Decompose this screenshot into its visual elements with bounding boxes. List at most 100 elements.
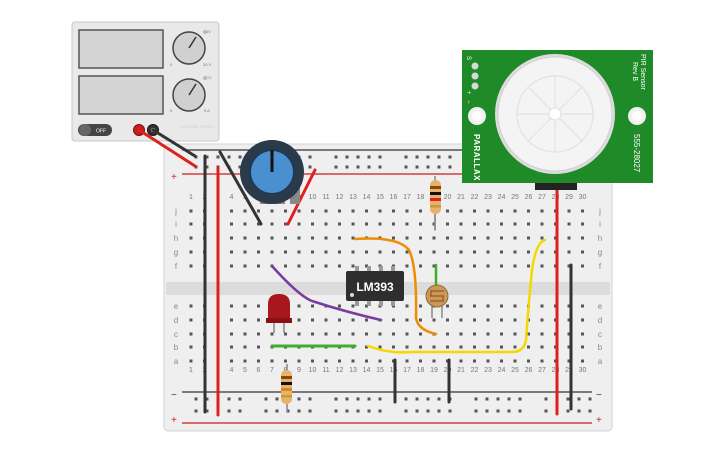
breadboard-hole[interactable] [459,304,463,308]
breadboard-hole[interactable] [540,209,544,213]
breadboard-hole[interactable] [500,222,503,226]
power-switch[interactable]: OFF [78,124,112,136]
rail-hole[interactable] [238,409,242,413]
breadboard-hole[interactable] [311,264,314,268]
breadboard-hole[interactable] [270,222,274,226]
breadboard-hole[interactable] [257,236,260,240]
breadboard-hole[interactable] [527,209,530,213]
breadboard-hole[interactable] [500,250,503,254]
breadboard-hole[interactable] [378,359,382,363]
rail-hole[interactable] [345,397,349,401]
breadboard-hole[interactable] [419,209,422,213]
breadboard-hole[interactable] [432,345,436,349]
lm393-chip[interactable]: LM393 [346,266,404,306]
breadboard-hole[interactable] [432,222,436,226]
breadboard-hole[interactable] [446,250,449,254]
breadboard-hole[interactable] [540,304,544,308]
breadboard-hole[interactable] [270,359,274,363]
breadboard-hole[interactable] [351,236,355,240]
breadboard-hole[interactable] [338,250,341,254]
breadboard-hole[interactable] [311,304,314,308]
rail-hole[interactable] [404,155,408,159]
breadboard-hole[interactable] [365,222,368,226]
rail-hole[interactable] [356,409,360,413]
breadboard-hole[interactable] [513,250,517,254]
breadboard-hole[interactable] [432,264,436,268]
breadboard-hole[interactable] [432,318,436,322]
breadboard-hole[interactable] [581,345,584,349]
breadboard-hole[interactable] [432,250,436,254]
breadboard-hole[interactable] [540,318,544,322]
breadboard-hole[interactable] [405,236,409,240]
breadboard-hole[interactable] [365,209,368,213]
breadboard-hole[interactable] [567,332,571,336]
breadboard-hole[interactable] [311,318,314,322]
rail-hole[interactable] [577,397,581,401]
breadboard-hole[interactable] [189,359,193,363]
breadboard-hole[interactable] [486,236,490,240]
breadboard-hole[interactable] [446,345,449,349]
breadboard-hole[interactable] [230,359,233,363]
rail-hole[interactable] [474,409,478,413]
breadboard-hole[interactable] [486,222,490,226]
breadboard-hole[interactable] [351,222,355,226]
breadboard-hole[interactable] [189,209,193,213]
breadboard-hole[interactable] [567,222,571,226]
breadboard-hole[interactable] [446,236,449,240]
breadboard-hole[interactable] [459,250,463,254]
breadboard-hole[interactable] [365,345,368,349]
rail-hole[interactable] [194,409,198,413]
rail-hole[interactable] [275,409,279,413]
rail-hole[interactable] [227,397,231,401]
breadboard-hole[interactable] [419,332,422,336]
rail-hole[interactable] [437,397,441,401]
breadboard-hole[interactable] [500,318,503,322]
breadboard-hole[interactable] [297,264,301,268]
breadboard-hole[interactable] [351,250,355,254]
breadboard-hole[interactable] [270,209,274,213]
rail-hole[interactable] [238,397,242,401]
breadboard-hole[interactable] [338,209,341,213]
breadboard-hole[interactable] [243,222,247,226]
rail-hole[interactable] [507,397,511,401]
breadboard-hole[interactable] [567,359,571,363]
breadboard-hole[interactable] [513,345,517,349]
breadboard-hole[interactable] [324,332,328,336]
rail-hole[interactable] [437,155,441,159]
breadboard-hole[interactable] [567,209,571,213]
breadboard-hole[interactable] [230,304,233,308]
breadboard-hole[interactable] [473,250,476,254]
rail-hole[interactable] [378,397,382,401]
rail-hole[interactable] [566,397,570,401]
breadboard-hole[interactable] [311,209,314,213]
breadboard-hole[interactable] [284,359,287,363]
breadboard-hole[interactable] [419,250,422,254]
breadboard-hole[interactable] [243,345,247,349]
breadboard-hole[interactable] [459,332,463,336]
breadboard-hole[interactable] [243,304,247,308]
breadboard-hole[interactable] [513,209,517,213]
breadboard-hole[interactable] [513,222,517,226]
breadboard-hole[interactable] [311,222,314,226]
breadboard-hole[interactable] [459,318,463,322]
breadboard-hole[interactable] [338,236,341,240]
rail-hole[interactable] [415,409,419,413]
breadboard-hole[interactable] [230,345,233,349]
rail-hole[interactable] [588,409,592,413]
breadboard-hole[interactable] [567,264,571,268]
breadboard-hole[interactable] [567,250,571,254]
breadboard-hole[interactable] [378,222,382,226]
rail-hole[interactable] [378,409,382,413]
breadboard-hole[interactable] [459,264,463,268]
breadboard-hole[interactable] [405,304,409,308]
breadboard-hole[interactable] [486,332,490,336]
rail-hole[interactable] [577,409,581,413]
breadboard-hole[interactable] [540,236,544,240]
breadboard-hole[interactable] [270,332,274,336]
breadboard-hole[interactable] [297,359,301,363]
breadboard-hole[interactable] [351,318,355,322]
rail-hole[interactable] [194,397,198,401]
breadboard-hole[interactable] [297,332,301,336]
rail-hole[interactable] [227,409,231,413]
rail-hole[interactable] [356,397,360,401]
